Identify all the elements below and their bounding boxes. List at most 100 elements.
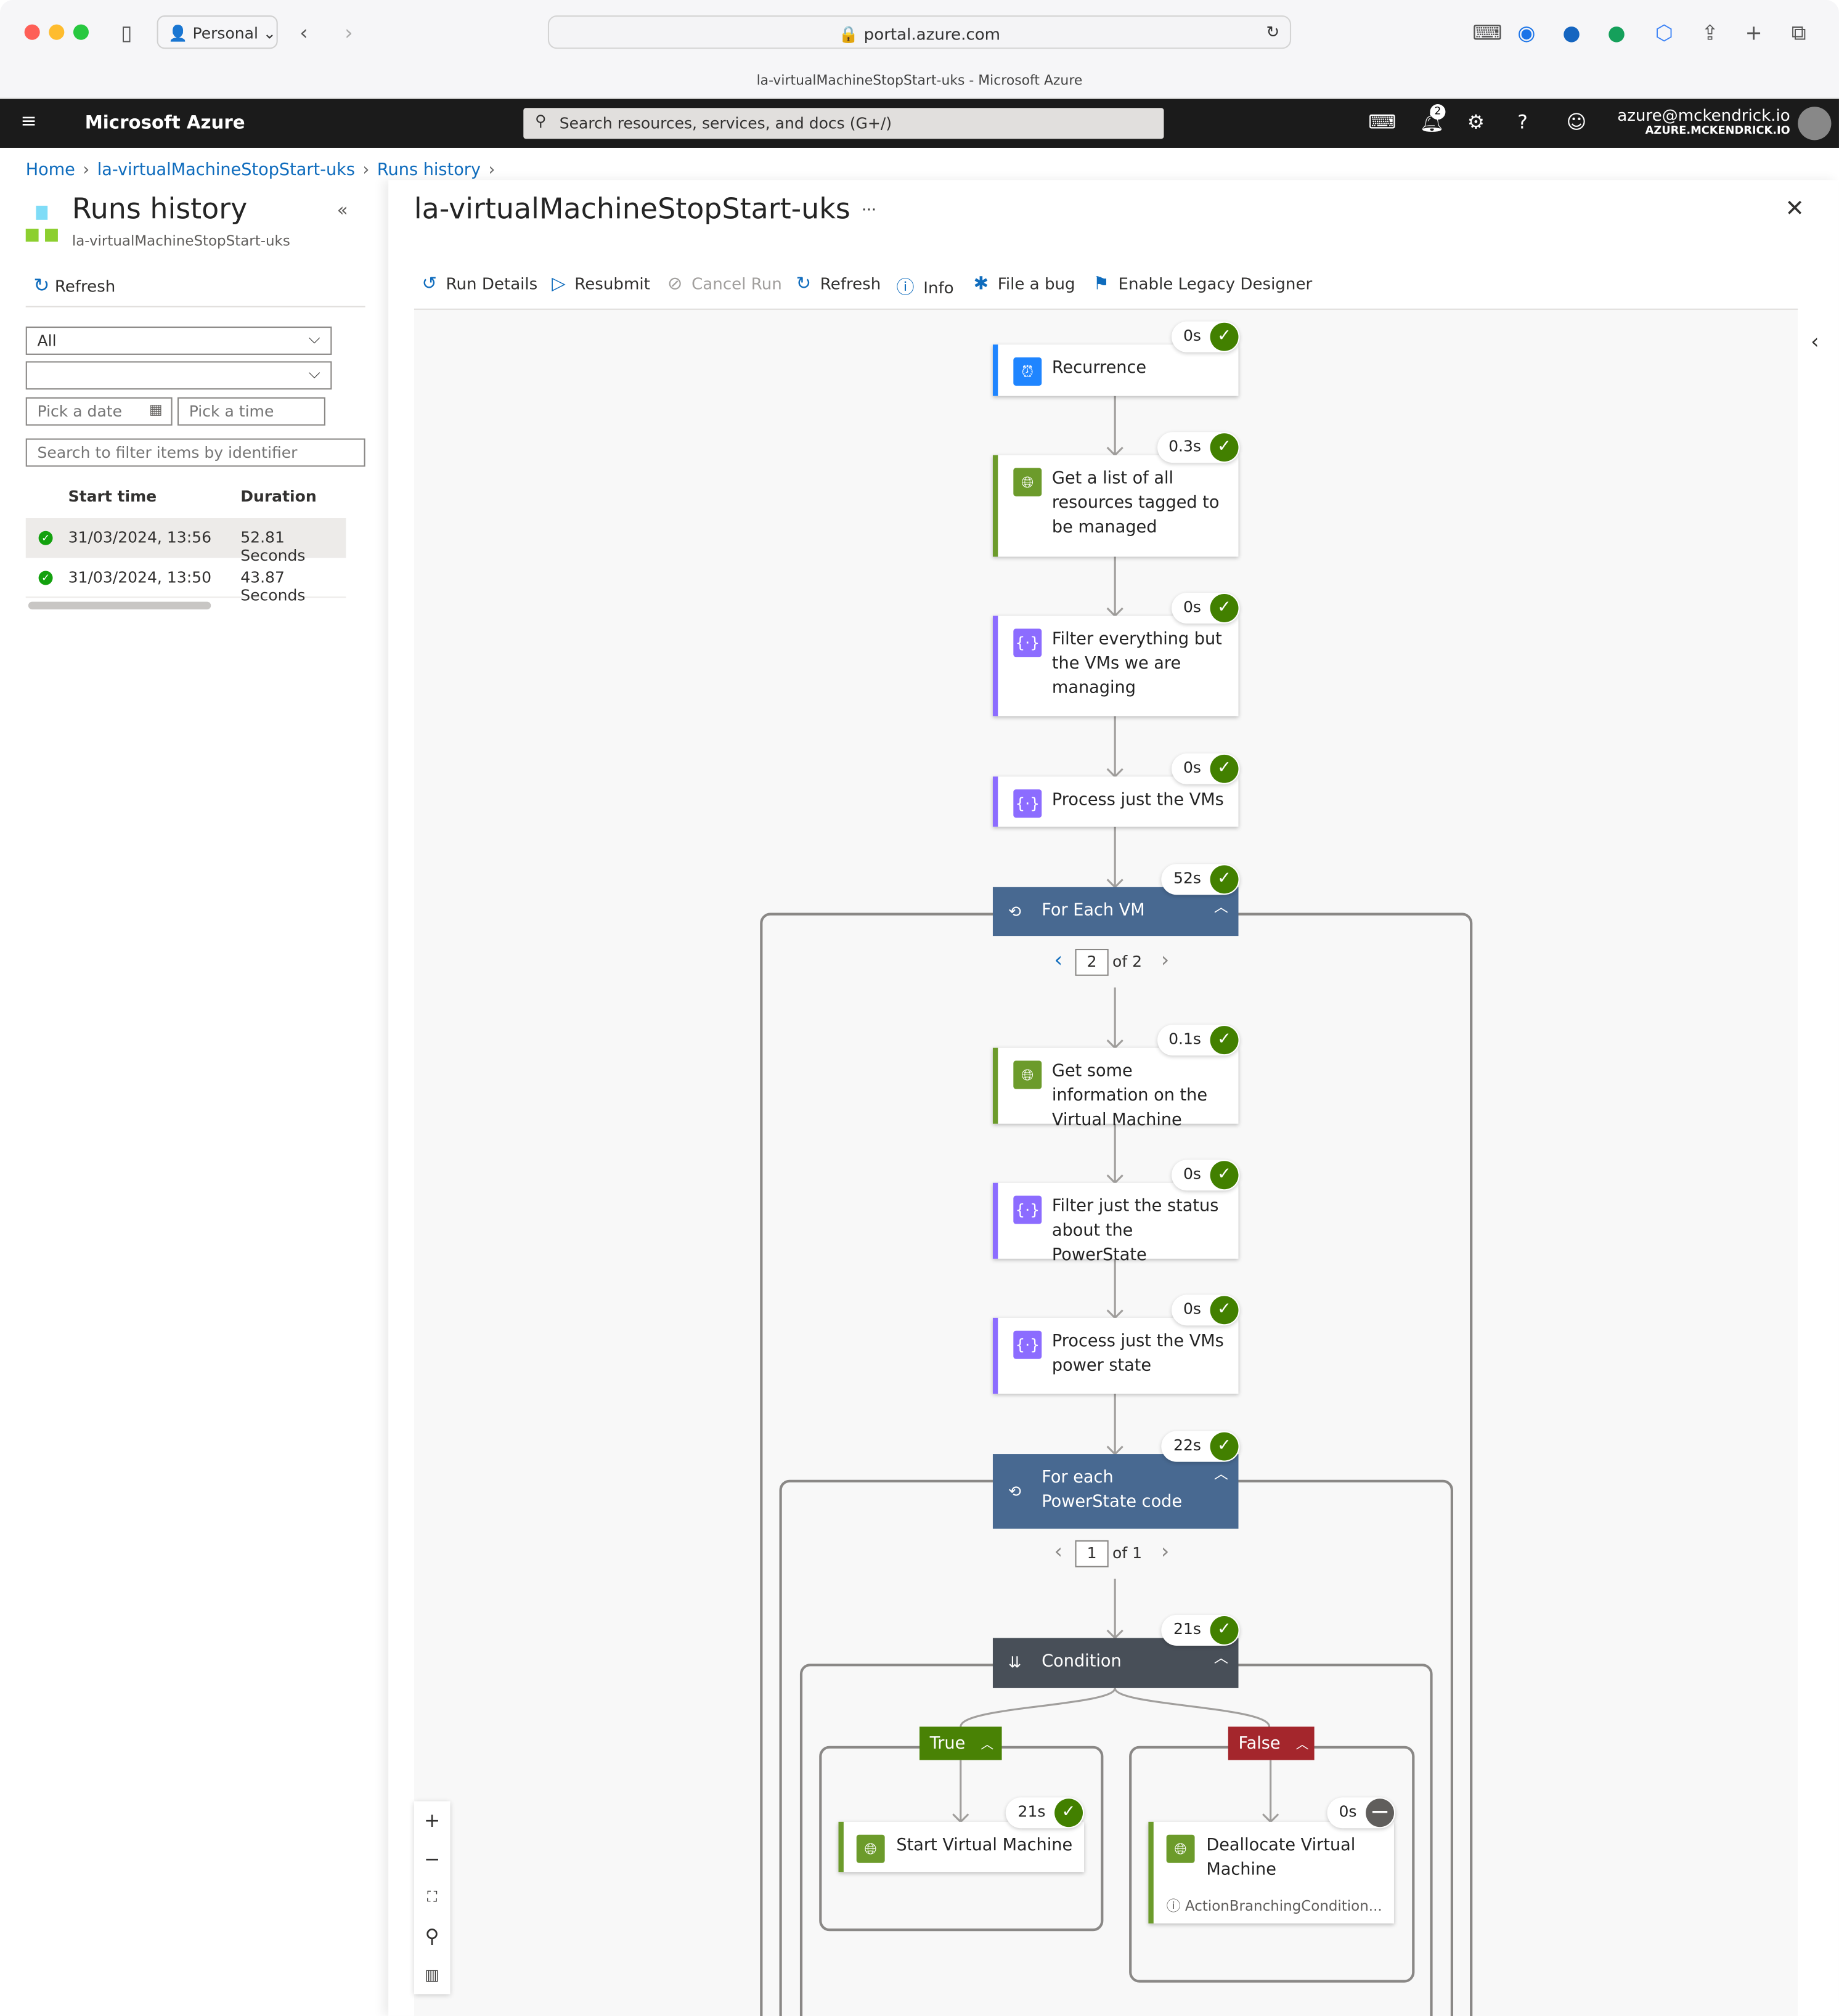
breadcrumb-home[interactable]: Home <box>25 160 75 181</box>
address-bar[interactable]: 🔒 portal.azure.com↻ <box>547 15 1292 49</box>
resubmit-button[interactable]: ▷Resubmit <box>552 274 650 294</box>
global-search-input[interactable]: ⚲Search resources, services, and docs (G… <box>523 108 1164 139</box>
cloud-shell-icon[interactable]: ⌨ <box>1368 110 1397 134</box>
fit-view-button[interactable]: ⛶ <box>414 1878 451 1917</box>
breadcrumb-logic-app[interactable]: la-virtualMachineStopStart-uks <box>97 160 356 181</box>
breadcrumb-runs-history[interactable]: Runs history <box>377 160 481 181</box>
profile-button[interactable]: 👤 Personal ⌄ <box>157 15 278 49</box>
horizontal-scrollbar[interactable] <box>28 601 211 610</box>
calendar-icon[interactable]: ▦ <box>149 401 163 418</box>
collapse-chevron-icon[interactable]: ︿ <box>1213 1465 1228 1482</box>
more-options-button[interactable]: ··· <box>862 200 876 219</box>
for-each-powerstate-header[interactable]: ⟲For each PowerState code︿ <box>992 1454 1239 1529</box>
tabs-overview-icon[interactable]: ⧉ <box>1791 20 1806 46</box>
action-get-resources[interactable]: 🌐︎Get a list of all resources tagged to … <box>992 455 1239 557</box>
secondary-filter-dropdown[interactable]: ⌵ <box>25 361 332 390</box>
action-get-vm-info[interactable]: 🌐︎Get some information on the Virtual Ma… <box>992 1047 1239 1130</box>
share-icon[interactable]: ⇪ <box>1701 20 1719 46</box>
skip-reason: ActionBranchingCondition... <box>1185 1897 1382 1915</box>
help-icon[interactable]: ? <box>1517 110 1528 134</box>
column-header-duration[interactable]: Duration <box>240 487 317 506</box>
refresh-runs-button[interactable]: ↻ Refresh <box>33 274 115 297</box>
collapse-chevron-icon[interactable]: ︿ <box>1213 1649 1228 1667</box>
action-label: Filter everything but the VMs we are man… <box>1051 630 1222 699</box>
success-check-icon: ✓ <box>1210 1616 1239 1644</box>
hamburger-menu-icon[interactable]: ≡ <box>20 109 37 132</box>
extension-icon[interactable]: ⌨ <box>1472 20 1503 46</box>
success-check-icon: ✓ <box>1210 754 1239 783</box>
loop-icon: ⟲ <box>1008 902 1021 921</box>
next-iteration-icon[interactable]: › <box>1160 1538 1170 1564</box>
column-header-start-time[interactable]: Start time <box>68 487 157 506</box>
action-label: Process just the VMs power state <box>1051 1331 1224 1376</box>
run-row[interactable]: ✓ 31/03/2024, 13:56 52.81 Seconds <box>25 518 346 564</box>
minimize-window-button[interactable] <box>49 24 65 40</box>
sidebar-toggle-icon[interactable]: ▯ <box>121 20 133 46</box>
maximize-window-button[interactable] <box>73 24 89 40</box>
time-picker[interactable] <box>177 397 325 426</box>
duration-text: 0s <box>1183 598 1201 616</box>
previous-iteration-icon[interactable]: ‹ <box>1054 1538 1063 1564</box>
success-check-icon: ✓ <box>1210 1432 1239 1461</box>
back-icon[interactable]: ‹ <box>300 20 308 46</box>
action-filter-status[interactable]: {·}Filter just the status about the Powe… <box>992 1182 1239 1265</box>
action-process-power-state[interactable]: {·}Process just the VMs power state <box>992 1317 1239 1394</box>
search-canvas-button[interactable]: ⚲ <box>414 1917 451 1956</box>
collapse-panel-icon[interactable]: « <box>336 200 348 221</box>
runs-history-panel: Runs history la-virtualMachineStopStart-… <box>0 193 386 2016</box>
iteration-input[interactable]: 1 <box>1075 1540 1109 1567</box>
box-extension-icon[interactable]: ⬡ <box>1655 20 1673 46</box>
edge-extension-icon[interactable]: ● <box>1562 20 1581 46</box>
workflow-canvas[interactable]: ⏰︎Recurrence 🌐︎Get a list of all resourc… <box>414 308 1798 2016</box>
file-a-bug-button[interactable]: ✱File a bug <box>974 274 1075 294</box>
refresh-button[interactable]: ↻Refresh <box>796 274 881 294</box>
action-recurrence[interactable]: ⏰︎Recurrence <box>992 344 1239 396</box>
panel-subtitle: la-virtualMachineStopStart-uks <box>71 232 290 250</box>
true-branch-label[interactable]: True︿ <box>919 1726 1002 1760</box>
next-iteration-icon[interactable]: › <box>1160 947 1170 972</box>
chevron-down-icon: ⌵ <box>308 364 320 382</box>
avatar[interactable] <box>1798 107 1832 140</box>
iteration-input[interactable]: 2 <box>1075 948 1109 976</box>
feedback-icon[interactable]: ☺ <box>1566 110 1587 134</box>
grammarly-icon[interactable]: ● <box>1607 20 1626 46</box>
new-tab-icon[interactable]: + <box>1745 20 1763 46</box>
false-branch-label[interactable]: False︿ <box>1228 1726 1315 1760</box>
azure-brand[interactable]: Microsoft Azure <box>84 113 245 134</box>
for-each-vm-header[interactable]: ⟲For Each VM︿ <box>992 887 1239 937</box>
run-details-button[interactable]: ↺Run Details <box>422 274 537 294</box>
forward-icon[interactable]: › <box>345 20 353 46</box>
zoom-in-button[interactable]: + <box>414 1801 451 1840</box>
action-start-vm[interactable]: 🌐︎Start Virtual Machine <box>838 1821 1085 1872</box>
page-title: la-virtualMachineStopStart-uks <box>414 194 850 227</box>
user-email: azure@mckendrick.io <box>1617 105 1790 125</box>
identifier-search-input[interactable] <box>25 438 365 467</box>
settings-gear-icon[interactable]: ⚙ <box>1467 110 1485 134</box>
notifications-icon[interactable]: 🔔︎2 <box>1420 104 1446 134</box>
condition-header[interactable]: ⇊Condition︿ <box>992 1638 1239 1688</box>
action-process-vms[interactable]: {·}Process just the VMs <box>992 776 1239 827</box>
close-window-button[interactable] <box>24 24 40 40</box>
collapse-chevron-icon[interactable]: ︿ <box>1213 898 1228 916</box>
action-filter-vms[interactable]: {·}Filter everything but the VMs we are … <box>992 616 1239 717</box>
account-menu[interactable]: azure@mckendrick.io AZURE.MCKENDRICK.IO <box>1617 105 1790 137</box>
date-picker[interactable] <box>25 397 173 426</box>
cancel-run-button[interactable]: ⊘Cancel Run <box>667 274 782 294</box>
tab-title[interactable]: la-virtualMachineStopStart-uks - Microso… <box>756 73 1083 89</box>
zoom-out-button[interactable]: − <box>414 1840 451 1879</box>
toolbar-label: File a bug <box>997 274 1075 293</box>
close-icon[interactable]: ✕ <box>1785 195 1804 222</box>
enable-legacy-designer-button[interactable]: ⚑Enable Legacy Designer <box>1093 274 1313 294</box>
divider <box>25 306 365 307</box>
minimap-button[interactable]: ▥ <box>414 1955 451 1994</box>
reload-icon[interactable]: ↻ <box>1266 22 1280 41</box>
status-filter-dropdown[interactable]: All⌵ <box>25 327 332 355</box>
run-row[interactable]: ✓ 31/03/2024, 13:50 43.87 Seconds <box>25 558 346 604</box>
previous-iteration-icon[interactable]: ‹ <box>1054 947 1063 972</box>
expand-side-panel-icon[interactable]: ‹ <box>1811 329 1819 354</box>
password-extension-icon[interactable]: ◉ <box>1517 20 1536 46</box>
duration-text: 0.1s <box>1168 1030 1201 1048</box>
